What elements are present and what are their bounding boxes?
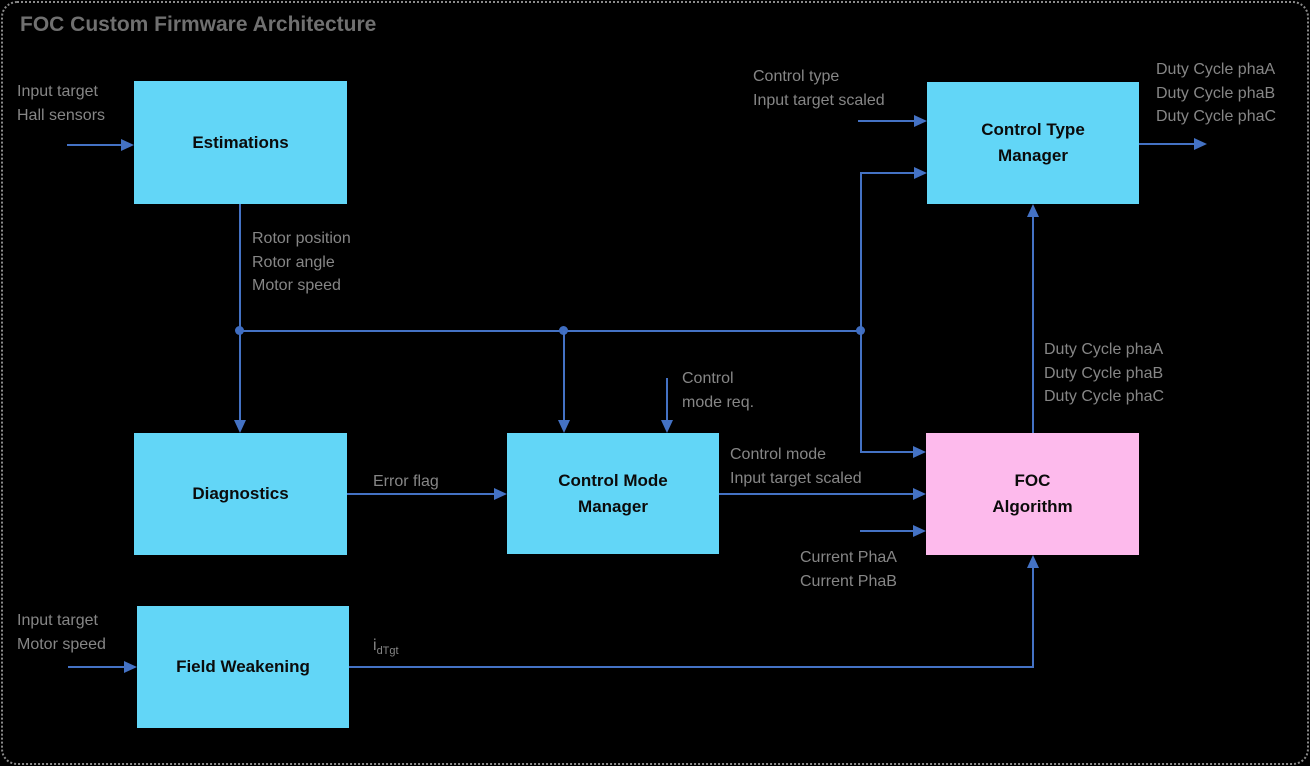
label-estimations-inputs: Input target Hall sensors [17, 80, 105, 127]
label-control-type-inputs: Control type Input target scaled [753, 65, 885, 112]
block-control-mode-manager: Control Mode Manager [507, 433, 719, 554]
arrowhead-right-icon [121, 139, 134, 151]
label-duty-cycle-outputs: Duty Cycle phaA Duty Cycle phaB Duty Cyc… [1156, 58, 1276, 129]
edge-field-weakening-to-foc [349, 666, 1034, 668]
block-label-line: FOC [1014, 471, 1051, 490]
label-line: Current PhaB [800, 572, 897, 590]
arrowhead-down-icon [558, 420, 570, 433]
block-diagnostics: Diagnostics [134, 433, 347, 555]
label-control-mode-outputs: Control mode Input target scaled [730, 443, 862, 490]
edge-bus-to-control-type-manager [860, 173, 862, 331]
block-estimations: Estimations [134, 81, 347, 204]
junction-dot [559, 326, 568, 335]
label-control-mode-req: Control mode req. [682, 367, 754, 414]
junction-dot [235, 326, 244, 335]
block-label-line: Manager [998, 146, 1068, 165]
arrowhead-right-icon [494, 488, 507, 500]
label-current-inputs: Current PhaA Current PhaB [800, 546, 897, 593]
idtgt-base: i [373, 637, 377, 654]
edge-input-to-field-weakening [68, 666, 124, 668]
block-label: FOC Algorithm [992, 468, 1072, 520]
label-line: Control [682, 370, 734, 387]
arrowhead-down-icon [661, 420, 673, 433]
label-line: Input target scaled [753, 91, 885, 109]
label-line: Motor speed [252, 277, 341, 294]
diagram-title: FOC Custom Firmware Architecture [20, 13, 377, 36]
label-line: Control type [753, 68, 840, 85]
edge-bus-to-control-mode-manager [563, 331, 565, 422]
block-label-line: Control Type [981, 120, 1085, 139]
label-line: Duty Cycle phaC [1156, 108, 1277, 125]
edge-field-weakening-to-foc [1032, 568, 1034, 667]
label-line: Motor speed [17, 635, 106, 653]
edge-diagnostics-to-control-mode-manager [347, 493, 494, 495]
label-line: Duty Cycle phaA [1044, 341, 1164, 358]
arrowhead-down-icon [234, 420, 246, 433]
label-line: mode req. [682, 393, 755, 411]
edge-control-mode-req [666, 378, 668, 422]
edge-foc-to-control-type-manager [1032, 217, 1034, 433]
block-label: Control Type Manager [981, 117, 1085, 169]
label-line: Input target [17, 612, 98, 629]
edge-control-mode-manager-to-foc [719, 493, 913, 495]
edge-bus-to-control-type-manager [860, 172, 914, 174]
label-line: Duty Cycle phaC [1044, 388, 1165, 405]
block-foc-algorithm: FOC Algorithm [926, 433, 1139, 555]
arrowhead-right-icon [914, 115, 927, 127]
label-line: Hall sensors [17, 106, 106, 124]
arrowhead-right-icon [1194, 138, 1207, 150]
label-line: Duty Cycle phaB [1044, 364, 1164, 382]
label-line: Rotor angle [252, 253, 335, 271]
block-label: Diagnostics [192, 481, 288, 507]
arrowhead-right-icon [913, 488, 926, 500]
label-field-weakening-inputs: Input target Motor speed [17, 609, 106, 656]
block-control-type-manager: Control Type Manager [927, 82, 1139, 204]
block-label: Control Mode Manager [558, 468, 668, 520]
block-label-line: Diagnostics [192, 484, 289, 503]
block-field-weakening: Field Weakening [137, 606, 349, 728]
edge-input-to-estimations [67, 144, 123, 146]
label-line: Duty Cycle phaA [1156, 61, 1276, 78]
arrowhead-right-icon [124, 661, 137, 673]
block-label: Estimations [192, 130, 288, 156]
arrowhead-right-icon [913, 525, 926, 537]
block-label-line: Field Weakening [176, 657, 310, 676]
label-line: idTgt [373, 634, 399, 664]
label-line: Input target scaled [730, 469, 862, 487]
block-label: Field Weakening [176, 654, 310, 680]
label-error-flag: Error flag [373, 470, 439, 494]
label-foc-duty-outputs: Duty Cycle phaA Duty Cycle phaB Duty Cyc… [1044, 338, 1164, 409]
label-line: Duty Cycle phaB [1156, 84, 1276, 102]
edge-bus-to-foc-algorithm [860, 331, 862, 452]
block-label-line: Manager [578, 496, 648, 516]
arrowhead-up-icon [1027, 555, 1039, 568]
block-label-line: Control Mode [558, 470, 668, 490]
edge-control-type-manager-output [1139, 143, 1194, 145]
edge-estimations-bus [239, 330, 861, 332]
label-idtgt: idTgt [373, 634, 399, 664]
edge-input-to-control-type-manager [858, 120, 914, 122]
edge-bus-to-foc-algorithm [860, 451, 913, 453]
label-line: Error flag [373, 473, 439, 490]
arrowhead-up-icon [1027, 204, 1039, 217]
block-label-line: Estimations [192, 132, 289, 152]
label-line: Control mode [730, 446, 827, 463]
arrowhead-right-icon [913, 446, 926, 458]
idtgt-subscript: dTgt [376, 645, 399, 658]
label-line: Rotor position [252, 230, 351, 247]
arrowhead-right-icon [914, 167, 927, 179]
edge-currents-to-foc [860, 530, 913, 532]
label-estimations-outputs: Rotor position Rotor angle Motor speed [252, 227, 351, 298]
block-label-line: Algorithm [992, 497, 1073, 516]
label-line: Input target [17, 83, 98, 100]
edge-estimations-to-diagnostics [239, 204, 241, 422]
label-line: Current PhaA [800, 549, 897, 566]
